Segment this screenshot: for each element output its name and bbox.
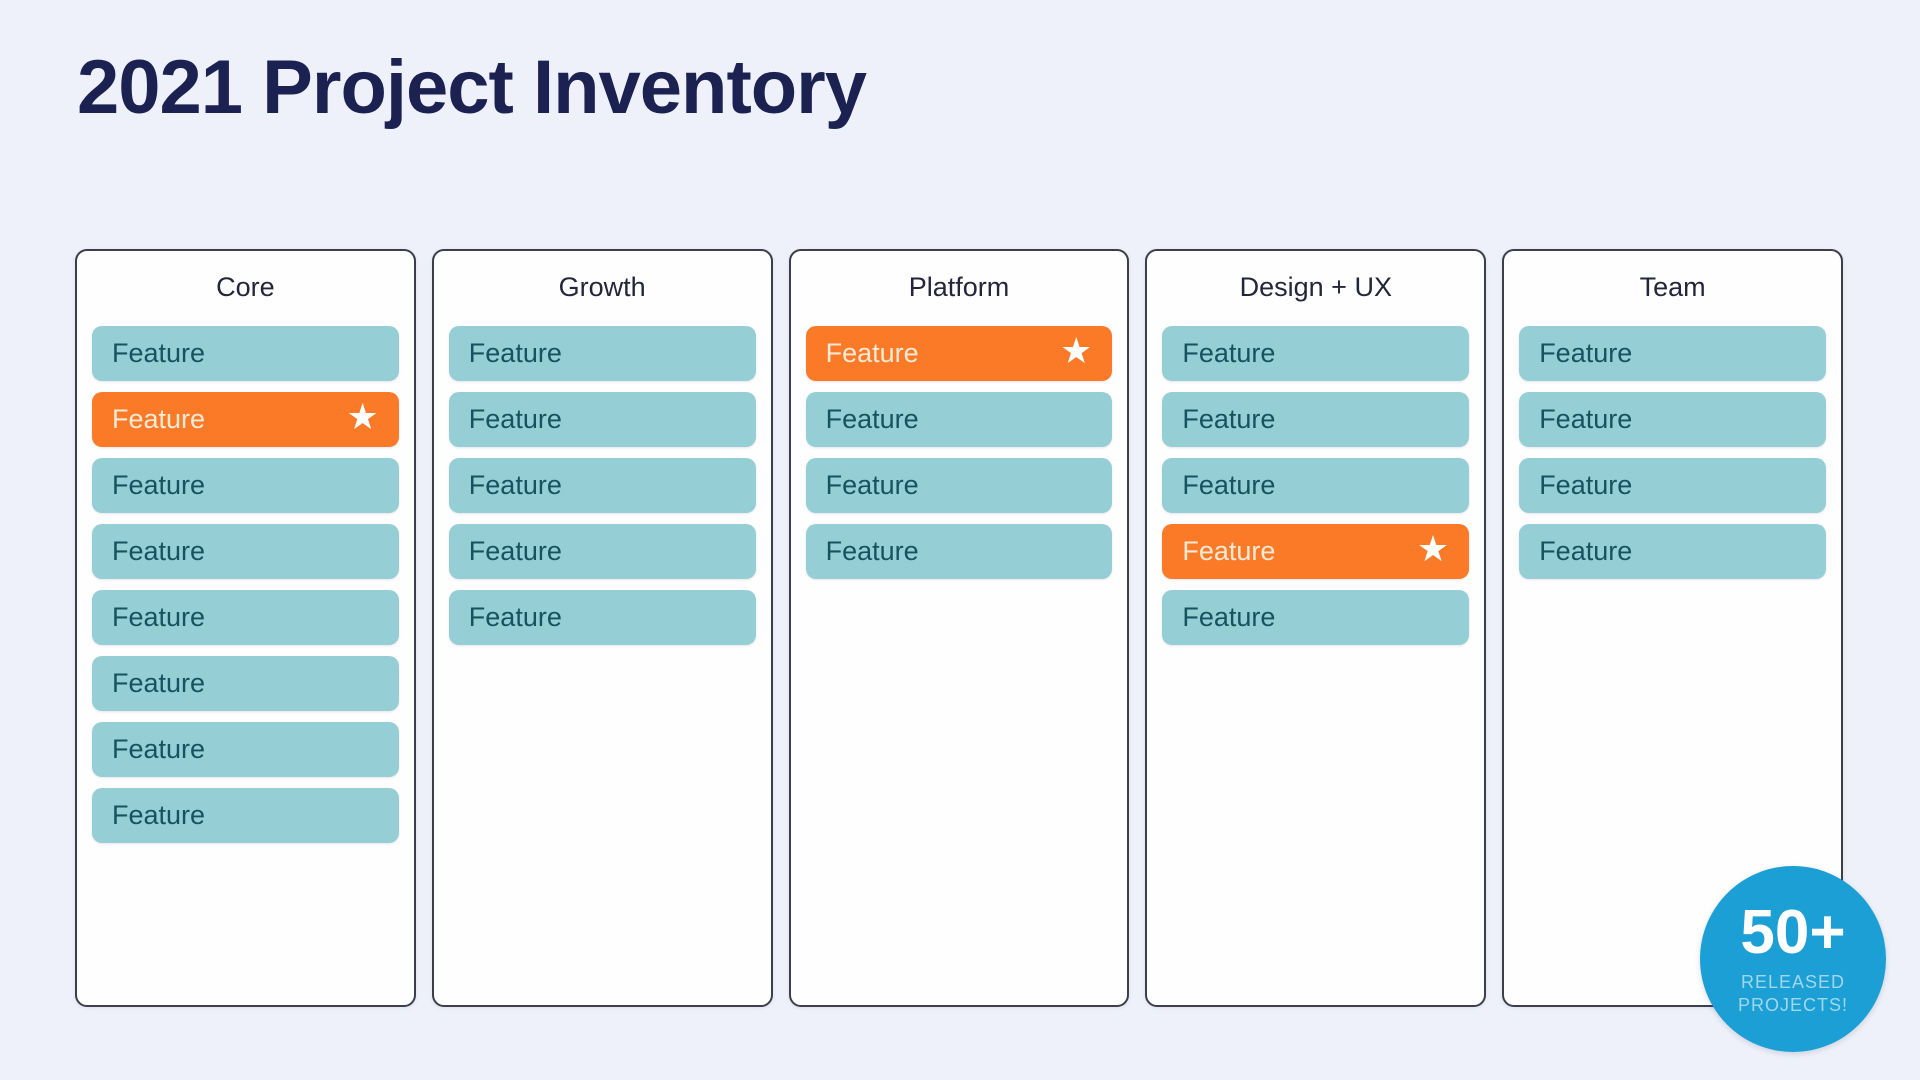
feature-pill: Feature — [448, 325, 756, 381]
feature-pill: Feature — [448, 523, 756, 579]
feature-label: Feature — [1182, 337, 1276, 368]
feature-label: Feature — [468, 403, 562, 434]
feature-pill: Feature — [1519, 523, 1826, 579]
feature-pill: Feature — [1162, 589, 1470, 645]
feature-pill: Feature — [92, 325, 399, 381]
feature-label: Feature — [468, 535, 562, 566]
feature-pill: Feature ★ — [92, 391, 399, 447]
released-projects-badge: 50+ RELEASED PROJECTS! — [1700, 866, 1886, 1052]
pill-list: Feature ★ Feature Feature Feature — [805, 325, 1113, 579]
feature-label: Feature — [1182, 469, 1276, 500]
feature-label: Feature — [1539, 337, 1633, 368]
feature-pill: Feature ★ — [1162, 523, 1470, 579]
feature-label: Feature — [1539, 469, 1633, 500]
feature-label: Feature — [112, 535, 206, 566]
star-icon: ★ — [1416, 528, 1450, 570]
column-title: Growth — [558, 272, 646, 302]
feature-pill: Feature ★ — [805, 325, 1113, 381]
column-title: Platform — [908, 272, 1010, 302]
feature-label: Feature — [112, 667, 206, 698]
column-title: Team — [1639, 272, 1706, 302]
feature-pill: Feature — [92, 655, 399, 711]
feature-label: Feature — [112, 799, 206, 830]
feature-pill: Feature — [1162, 325, 1470, 381]
feature-pill: Feature — [1162, 391, 1470, 447]
feature-pill: Feature — [92, 787, 399, 843]
feature-pill: Feature — [448, 589, 756, 645]
feature-pill: Feature — [805, 523, 1113, 579]
feature-pill: Feature — [92, 589, 399, 645]
feature-label: Feature — [468, 337, 562, 368]
column-card: Platform Feature ★ Feature Feature Featu… — [788, 249, 1130, 1007]
column-card: Growth Feature Feature Feature Feature F… — [431, 249, 773, 1007]
feature-label: Feature — [112, 469, 206, 500]
feature-label: Feature — [112, 733, 206, 764]
page-title: 2021 Project Inventory — [77, 45, 867, 130]
feature-label: Feature — [1182, 535, 1276, 566]
feature-label: Feature — [1182, 601, 1276, 632]
badge-number: 50+ — [1740, 898, 1846, 967]
feature-pill: Feature — [92, 721, 399, 777]
pill-list: Feature Feature Feature Feature ★ Featur… — [1162, 325, 1470, 645]
feature-label: Feature — [1539, 535, 1633, 566]
badge-caption-line2: PROJECTS! — [1737, 994, 1848, 1015]
feature-label: Feature — [112, 337, 206, 368]
pill-list: Feature Feature Feature Feature Feature — [448, 325, 756, 645]
feature-label: Feature — [825, 535, 919, 566]
star-icon: ★ — [346, 396, 379, 438]
feature-pill: Feature — [448, 391, 756, 447]
feature-pill: Feature — [92, 457, 399, 513]
star-icon: ★ — [1060, 330, 1093, 372]
column-card: Design + UX Feature Feature Feature Feat… — [1145, 249, 1487, 1007]
feature-pill: Feature — [805, 391, 1113, 447]
column-card: Core Feature Feature ★ Feature Feature F… — [75, 249, 416, 1007]
feature-label: Feature — [112, 403, 206, 434]
feature-pill: Feature — [1519, 391, 1826, 447]
pill-list: Feature Feature Feature Feature — [1519, 325, 1826, 579]
badge-caption-line1: RELEASED — [1740, 972, 1846, 992]
feature-label: Feature — [825, 469, 919, 500]
board: Core Feature Feature ★ Feature Feature F… — [75, 249, 1843, 1007]
feature-label: Feature — [825, 337, 919, 368]
feature-label: Feature — [1539, 403, 1633, 434]
feature-label: Feature — [468, 601, 562, 632]
feature-pill: Feature — [448, 457, 756, 513]
feature-label: Feature — [112, 601, 206, 632]
column-title: Core — [216, 272, 275, 302]
pill-list: Feature Feature ★ Feature Feature Featur… — [92, 325, 399, 843]
column-card: Team Feature Feature Feature Feature — [1502, 249, 1843, 1007]
feature-label: Feature — [468, 469, 562, 500]
feature-pill: Feature — [92, 523, 399, 579]
column-title: Design + UX — [1239, 272, 1392, 302]
feature-pill: Feature — [1519, 457, 1826, 513]
feature-label: Feature — [825, 403, 919, 434]
feature-label: Feature — [1182, 403, 1276, 434]
feature-pill: Feature — [805, 457, 1113, 513]
badge-caption: RELEASED PROJECTS! — [1738, 971, 1848, 1016]
feature-pill: Feature — [1162, 457, 1470, 513]
feature-pill: Feature — [1519, 325, 1826, 381]
